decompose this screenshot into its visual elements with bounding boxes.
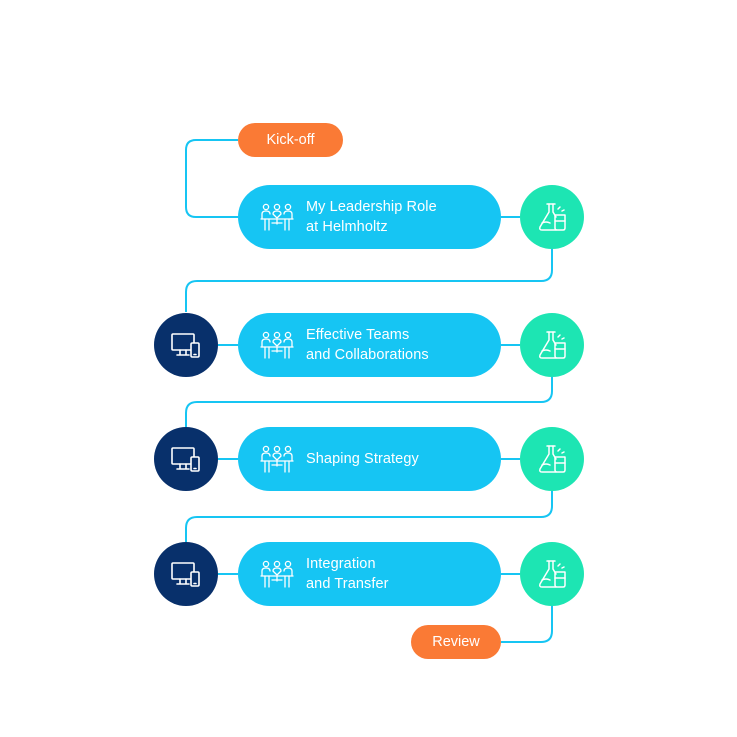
lab-format-badge — [520, 427, 584, 491]
module-pill: Shaping Strategy — [238, 427, 501, 491]
people-at-table-icon — [260, 202, 294, 232]
module-title-line-2: at Helmholtz — [306, 219, 388, 235]
computer-phone-icon — [170, 329, 202, 361]
lab-flask-icon — [536, 558, 568, 590]
module-title-line-2: and Transfer — [306, 576, 389, 592]
people-at-table-icon — [260, 444, 294, 474]
lab-flask-icon — [536, 329, 568, 361]
online-format-badge — [154, 427, 218, 491]
module-title-line-1: Shaping Strategy — [306, 451, 419, 467]
lab-format-badge — [520, 185, 584, 249]
module-title-line-1: My Leadership Role — [306, 199, 437, 215]
review-label: Review — [432, 634, 480, 650]
people-at-table-icon — [260, 330, 294, 360]
module-pill: Effective Teams and Collaborations — [238, 313, 501, 377]
lab-flask-icon — [536, 201, 568, 233]
lab-flask-icon — [536, 443, 568, 475]
people-at-table-icon — [260, 559, 294, 589]
online-format-badge — [154, 313, 218, 377]
online-format-badge — [154, 542, 218, 606]
computer-phone-icon — [170, 443, 202, 475]
module-title-line-1: Integration — [306, 556, 376, 572]
module-title: My Leadership Role at Helmholtz — [306, 197, 437, 237]
module-title-line-1: Effective Teams — [306, 327, 410, 343]
computer-phone-icon — [170, 558, 202, 590]
module-title: Shaping Strategy — [306, 449, 419, 469]
module-pill: My Leadership Role at Helmholtz — [238, 185, 501, 249]
review-milestone: Review — [411, 625, 501, 659]
lab-format-badge — [520, 542, 584, 606]
module-title: Integration and Transfer — [306, 554, 389, 594]
kickoff-label: Kick-off — [266, 132, 315, 148]
kickoff-milestone: Kick-off — [238, 123, 343, 157]
module-pill: Integration and Transfer — [238, 542, 501, 606]
lab-format-badge — [520, 313, 584, 377]
module-title-line-2: and Collaborations — [306, 347, 429, 363]
module-title: Effective Teams and Collaborations — [306, 325, 429, 365]
